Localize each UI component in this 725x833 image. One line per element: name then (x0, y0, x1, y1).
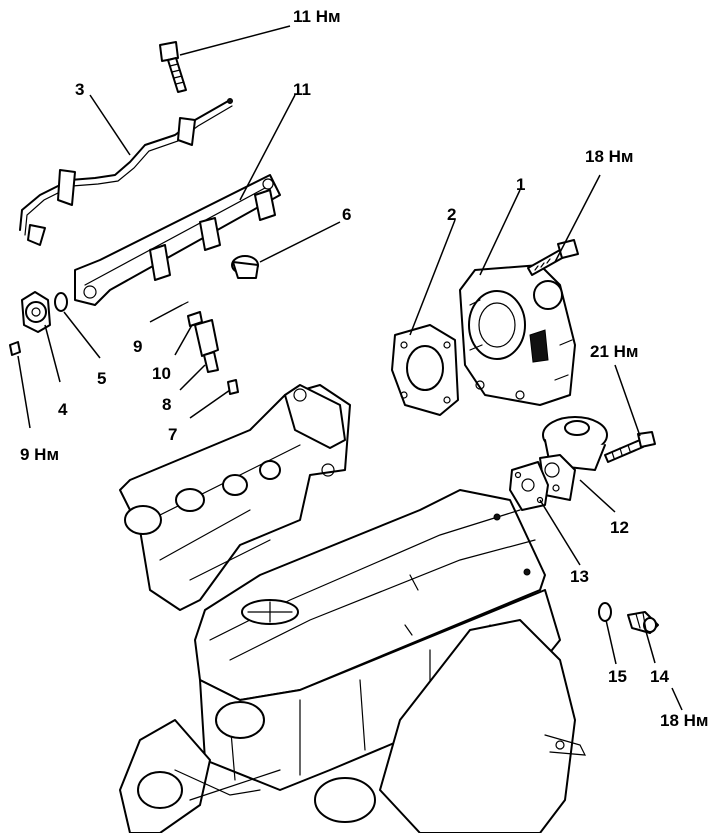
engine-block (119, 384, 587, 833)
o-ring-5 (54, 292, 68, 312)
part-label-2: 2 (447, 205, 456, 224)
torque-label-fuel-rail-bolt: 11 Нм (293, 7, 341, 26)
throttle-gasket (391, 324, 459, 416)
seal-ring-15 (598, 602, 612, 622)
part-label-15: 15 (608, 667, 627, 686)
torque-label-pressure-regulator-bolt: 9 Нм (20, 445, 59, 464)
fuel-rail (74, 174, 281, 306)
throttle-body (459, 264, 576, 406)
part-6-connector (231, 255, 259, 279)
part-label-3: 3 (75, 80, 84, 99)
part-label-5: 5 (97, 369, 106, 388)
part-label-11: 11 (293, 80, 311, 99)
part-label-8: 8 (162, 395, 171, 414)
part-label-4: 4 (58, 400, 68, 419)
torque-label-throttle-body-bolt: 18 Нм (585, 147, 634, 166)
part-label-1: 1 (516, 175, 525, 194)
torque-label-egr-valve-bolt: 21 Нм (590, 342, 639, 361)
part-label-9: 9 (133, 337, 142, 356)
egr-valve-bolt (604, 431, 656, 463)
egr-gasket (509, 461, 549, 511)
leader-lines (17, 25, 683, 711)
torque-label-plug-14: 18 Нм (660, 711, 709, 730)
callout-labels: 11 Нм 3 11 18 Нм 1 6 2 9 21 Нм 10 5 8 4 … (20, 7, 709, 730)
part-label-10: 10 (152, 364, 171, 383)
throttle-body-bolt (527, 239, 579, 276)
part-label-6: 6 (342, 205, 351, 224)
part-label-13: 13 (570, 567, 589, 586)
fuel-pipe (19, 98, 233, 246)
part-label-12: 12 (610, 518, 629, 537)
part-label-7: 7 (168, 425, 177, 444)
part-label-14: 14 (650, 667, 669, 686)
fuel-rail-bolt (159, 41, 187, 93)
egr-valve (539, 416, 608, 501)
pressure-regulator (9, 291, 51, 356)
plug-14 (627, 611, 659, 634)
